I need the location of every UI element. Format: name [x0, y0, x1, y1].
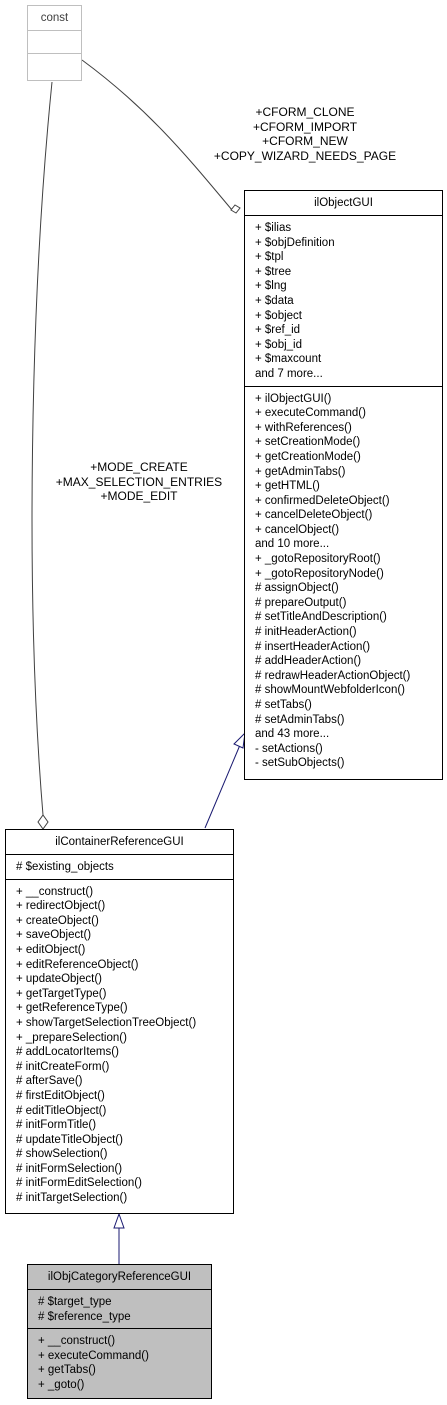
method: + editReferenceObject() [16, 958, 139, 971]
method: + redirectObject() [16, 900, 106, 913]
attribute: + $maxcount [255, 353, 322, 366]
method: # updateTitleObject() [16, 1133, 123, 1146]
method: + confirmedDeleteObject() [255, 494, 390, 507]
class-box-ilObjCategoryReferenceGUI[interactable]: ilObjCategoryReferenceGUI # $target_type… [27, 1264, 212, 1399]
attribute: + $tpl [255, 251, 284, 264]
class-box-const[interactable]: const [27, 5, 82, 81]
method: # showSelection() [16, 1148, 108, 1161]
method: + executeCommand() [255, 407, 366, 420]
class-box-ilObjectGUI[interactable]: ilObjectGUI + $ilias + $objDefinition + … [244, 190, 443, 780]
edge-label-line: +MAX_SELECTION_ENTRIES [55, 474, 223, 489]
edge-label-line: +CFORM_IMPORT [252, 119, 358, 134]
attribute: and 7 more... [255, 367, 323, 380]
method: + setCreationMode() [255, 436, 361, 449]
attribute: + $data [255, 294, 294, 307]
method: # afterSave() [16, 1075, 83, 1088]
method: # assignObject() [255, 582, 339, 595]
method: + getTargetType() [16, 987, 107, 1000]
method: # setTabs() [255, 699, 312, 711]
edge-label-line: +CFORM_CLONE [255, 105, 355, 119]
attribute: # $reference_type [38, 1310, 131, 1323]
method: # prepareOutput() [255, 596, 347, 609]
class-title-const: const [40, 12, 69, 24]
method: and 10 more... [255, 538, 330, 551]
method: # firstEditObject() [16, 1089, 105, 1102]
inheritance-edge-ilObjCategoryReferenceGUI-to-ilContainerReferenceGUI-arrow [113, 1212, 125, 1229]
attribute: + $object [255, 309, 302, 322]
attribute: + $objDefinition [255, 236, 335, 249]
method: + executeCommand() [38, 1349, 149, 1362]
method: # setTitleAndDescription() [255, 611, 387, 624]
method: + cancelObject() [255, 523, 340, 536]
class-title-ilContainerReferenceGUI: ilContainerReferenceGUI [55, 836, 184, 848]
class-attributes-ilContainerReferenceGUI: # $existing_objects [6, 854, 233, 879]
method: + ilObjectGUI() [255, 392, 332, 405]
edge-label-line: +COPY_WIZARD_NEEDS_PAGE [213, 148, 397, 163]
attribute: # $target_type [38, 1296, 112, 1308]
method: + createObject() [16, 914, 99, 927]
method: + getAdminTabs() [255, 465, 346, 478]
method: - setSubObjects() [255, 757, 345, 770]
method: + withReferences() [255, 421, 352, 434]
method: + getCreationMode() [255, 450, 361, 463]
class-attributes-const [28, 30, 81, 53]
method: # addHeaderAction() [255, 655, 362, 668]
method: + editObject() [16, 943, 86, 956]
class-methods-ilContainerReferenceGUI: + __construct() + redirectObject() + cre… [6, 878, 233, 1210]
attribute: + $obj_id [255, 338, 302, 351]
method: # initTargetSelection() [16, 1192, 128, 1205]
method: # initFormTitle() [16, 1119, 97, 1132]
attribute: + $tree [255, 265, 292, 278]
class-title-ilObjectGUI: ilObjectGUI [314, 197, 373, 209]
method: # editTitleObject() [16, 1104, 107, 1117]
method: + _goto() [38, 1378, 85, 1391]
method: + __construct() [38, 1335, 116, 1348]
method: + _prepareSelection() [16, 1031, 127, 1044]
method: # initFormSelection() [16, 1162, 123, 1175]
inheritance-edge-ilContainerReferenceGUI-to-ilObjectGUI [204, 744, 241, 829]
method: + saveObject() [16, 929, 92, 942]
method: + _gotoRepositoryRoot() [255, 553, 381, 566]
method: + __construct() [16, 885, 94, 898]
method: + updateObject() [16, 973, 102, 986]
usage-edge-const-to-ilContainerReferenceGUI [31, 81, 53, 816]
class-methods-const [28, 53, 81, 76]
class-attributes-ilObjectGUI: + $ilias + $objDefinition + $tpl + $tree… [245, 215, 442, 386]
method: + _gotoRepositoryNode() [255, 567, 384, 580]
method: # addLocatorItems() [16, 1046, 119, 1059]
method: # setAdminTabs() [255, 713, 345, 726]
edge-label-line: +CFORM_NEW [262, 134, 348, 149]
method: # redrawHeaderActionObject() [255, 669, 411, 682]
attribute: + $lng [255, 280, 287, 293]
class-title-ilObjCategoryReferenceGUI: ilObjCategoryReferenceGUI [47, 1271, 192, 1283]
edge-label-line: +MODE_CREATE [90, 460, 188, 474]
attribute: # $existing_objects [16, 861, 114, 873]
method: - setActions() [255, 742, 323, 755]
edge-label-const-to-ilObjectGUI: +CFORM_CLONE +CFORM_IMPORT +CFORM_NEW +C… [190, 105, 420, 163]
method: + showTargetSelectionTreeObject() [16, 1016, 197, 1029]
method: # initCreateForm() [16, 1060, 110, 1073]
method: # insertHeaderAction() [255, 640, 371, 653]
method: + getHTML() [255, 480, 320, 493]
attribute: + $ilias [255, 222, 292, 234]
method: # initHeaderAction() [255, 626, 357, 639]
class-methods-ilObjCategoryReferenceGUI: + __construct() + executeCommand() + get… [28, 1328, 211, 1396]
edge-label-const-to-ilContainerReferenceGUI: +MODE_CREATE +MAX_SELECTION_ENTRIES +MOD… [30, 460, 248, 504]
usage-edge-const-to-ilObjectGUI-diamond [230, 204, 241, 214]
method: + getReferenceType() [16, 1002, 128, 1015]
usage-edge-const-to-ilContainerReferenceGUI-diamond [37, 814, 49, 830]
class-box-ilContainerReferenceGUI[interactable]: ilContainerReferenceGUI # $existing_obje… [5, 829, 234, 1214]
method: # initFormEditSelection() [16, 1177, 142, 1190]
class-attributes-ilObjCategoryReferenceGUI: # $target_type # $reference_type [28, 1289, 211, 1328]
method: + cancelDeleteObject() [255, 509, 373, 522]
method: + getTabs() [38, 1364, 96, 1377]
edge-label-line: +MODE_EDIT [100, 489, 178, 504]
method: and 43 more... [255, 728, 330, 741]
attribute: + $ref_id [255, 324, 301, 337]
method: # showMountWebfolderIcon() [255, 684, 405, 697]
class-methods-ilObjectGUI: + ilObjectGUI() + executeCommand() + wit… [245, 385, 442, 775]
